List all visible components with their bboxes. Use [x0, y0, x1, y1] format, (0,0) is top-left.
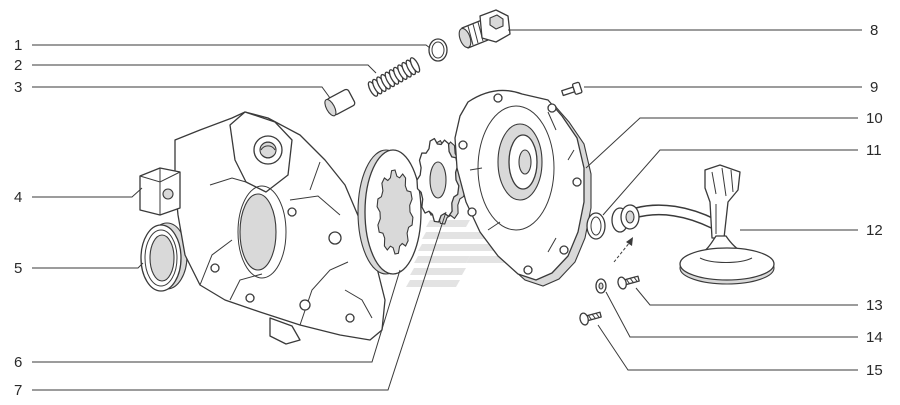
- part-pump-housing: [139, 111, 386, 345]
- housing-bolt-boss: [299, 299, 311, 311]
- part-plug: [458, 9, 511, 49]
- housing-lower-lug: [269, 317, 301, 345]
- callout-9: 9: [870, 79, 878, 96]
- bracket-bolt-hole: [162, 188, 174, 200]
- part-pickup-screw: [617, 275, 640, 290]
- leader-line-10: [585, 117, 858, 169]
- part-relief-valve-spring: [367, 57, 421, 97]
- plug-hex-socket: [489, 14, 504, 30]
- part-oil-seal: [140, 222, 188, 292]
- callout-13: 13: [866, 297, 883, 314]
- cover-bolt-hole: [458, 140, 468, 150]
- housing-bracket-edge: [139, 168, 181, 215]
- spring-coil: [409, 57, 421, 73]
- callout-15: 15: [866, 362, 883, 379]
- cover-bolt-hole: [547, 103, 557, 113]
- part-oil-pickup-strainer: [611, 164, 775, 285]
- screw-head: [579, 312, 589, 326]
- o-ring-outer: [586, 212, 606, 240]
- assembly-arrow-shaft: [613, 241, 631, 263]
- leader-line-7: [32, 211, 447, 391]
- callout-14: 14: [866, 329, 883, 346]
- washer-hole: [598, 282, 604, 290]
- leader-line-4: [32, 187, 143, 198]
- leader-line-3: [32, 86, 331, 99]
- callout-7: 7: [14, 382, 22, 399]
- cover-ribs: [469, 111, 575, 253]
- housing-body: [174, 111, 386, 341]
- screw-threads: [587, 312, 600, 320]
- part-relief-valve-plunger: [324, 88, 356, 117]
- housing-ribs: [199, 161, 373, 326]
- o-ring-inner: [590, 216, 602, 236]
- screw-head: [617, 276, 627, 290]
- part-sealing-ring: [428, 38, 448, 62]
- cover-shaft-hole: [518, 149, 532, 175]
- assembly-arrow: [613, 237, 633, 263]
- part-cover-screw: [561, 81, 583, 97]
- seal-lip: [144, 229, 178, 287]
- leader-line-15: [597, 324, 858, 371]
- part-inner-rotor: [416, 137, 466, 225]
- housing-bolt-boss: [328, 231, 342, 245]
- strainer-disk: [679, 247, 775, 281]
- housing-bolt-boss: [287, 207, 297, 217]
- callout-10: 10: [866, 110, 883, 127]
- callout-2: 2: [14, 57, 22, 74]
- rotor-internal-teeth: [376, 169, 414, 255]
- cavity-rim: [237, 185, 287, 279]
- housing-pump-cavity: [239, 193, 277, 271]
- part-outer-rotor: [357, 149, 422, 275]
- leader-line-2: [32, 64, 377, 74]
- part-pump-cover: [454, 89, 592, 287]
- port-threads: [260, 141, 276, 159]
- leader-line-5: [32, 262, 144, 269]
- screw-head: [571, 81, 583, 95]
- inner-rotor-bore: [429, 161, 447, 199]
- cover-bolt-hole: [572, 177, 582, 187]
- leader-line-1: [32, 44, 431, 49]
- screw-shank: [561, 86, 576, 97]
- callout-8: 8: [870, 22, 878, 39]
- cover-raised-rim: [477, 105, 555, 231]
- callout-11: 11: [866, 142, 882, 159]
- cover-bolt-hole: [523, 265, 533, 275]
- leader-line-13: [635, 287, 858, 306]
- screw-threads: [625, 276, 638, 284]
- plunger-end: [324, 98, 337, 117]
- strainer-bell-base: [699, 257, 753, 263]
- leader-line-6: [32, 269, 401, 363]
- housing-bolt-boss: [245, 293, 255, 303]
- leader-line-14: [605, 291, 858, 338]
- callout-labels: 1 2 3 4 5 6 7 8 9 10 11 12 13 14 15: [14, 22, 883, 399]
- cover-bolt-hole: [493, 93, 503, 103]
- part-washer: [595, 278, 607, 294]
- callout-6: 6: [14, 354, 22, 371]
- cover-bolt-hole: [467, 207, 477, 217]
- callout-1: 1: [14, 37, 22, 54]
- housing-bolt-boss: [345, 313, 355, 323]
- pickup-tube: [628, 205, 718, 228]
- part-bracket-screw: [579, 311, 602, 326]
- leader-line-11: [602, 149, 858, 216]
- callout-5: 5: [14, 260, 22, 277]
- cover-bolt-hole: [559, 245, 569, 255]
- housing-bolt-boss: [210, 263, 220, 273]
- callout-4: 4: [14, 189, 22, 206]
- seal-bore: [149, 234, 175, 282]
- bracket-arm-hatching: [711, 167, 734, 234]
- callout-3: 3: [14, 79, 22, 96]
- ring-inner: [431, 41, 445, 59]
- part-o-ring: [586, 212, 606, 240]
- callout-12: 12: [866, 222, 883, 239]
- plug-thread-end: [458, 27, 472, 49]
- pickup-inlet: [625, 210, 635, 224]
- assembly-arrow-head: [626, 237, 633, 246]
- leader-lines: [32, 29, 862, 391]
